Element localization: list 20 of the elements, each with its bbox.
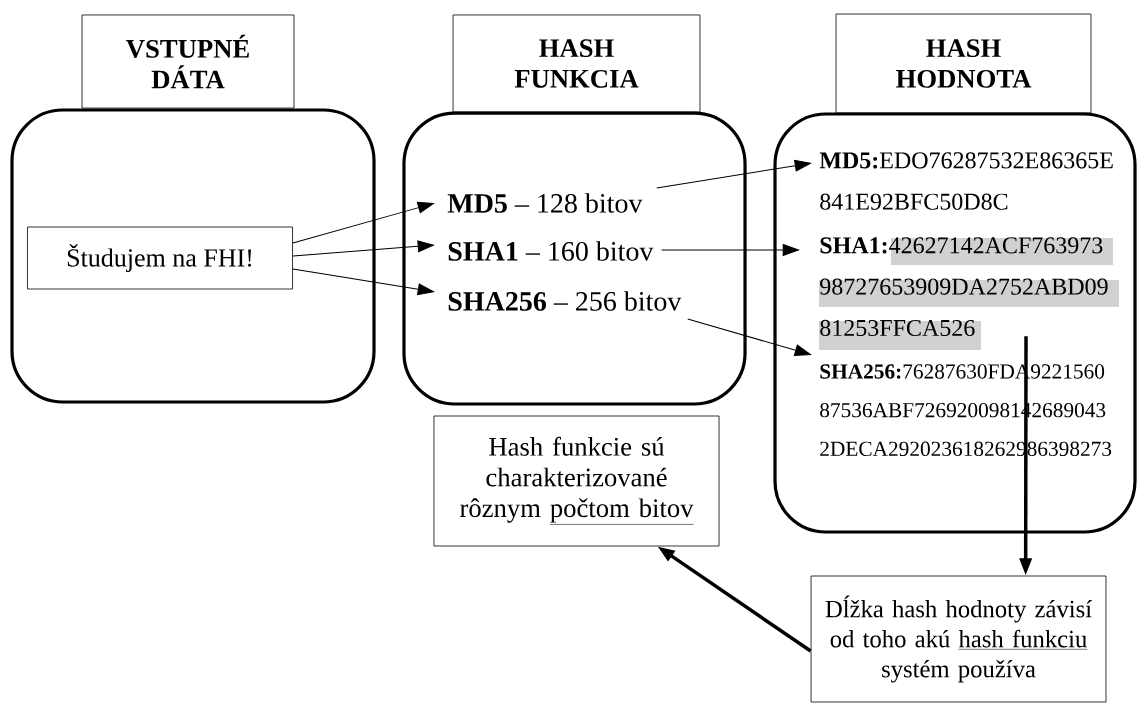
arrow [292, 268, 434, 296]
header-box: HASH FUNKCIA [452, 14, 701, 113]
rounded-box [773, 112, 1137, 534]
hash-value: MD5:EDO76287532E86365E 841E92BFC50D8C [819, 152, 1113, 210]
arrow [656, 159, 811, 189]
text-box: Hash funkcie sú charakterizované rôznym počtom bitov [433, 415, 720, 547]
rounded-box [10, 108, 376, 404]
rounded-box [402, 111, 747, 406]
text-box: Študujem na FHI! [27, 226, 293, 290]
list-item: MD5 – 128 bitov [447, 193, 643, 213]
arrow [292, 201, 435, 244]
list-item: SHA1 – 160 bitov [448, 241, 654, 261]
list-item: SHA256 – 256 bitov [448, 291, 682, 311]
hash-value: SHA1:42627142ACF763973 98727653909DA2752ABD09 81253FFCA526 [820, 237, 1108, 337]
text-box: Dĺžka hash hodnoty závisí od toho akú hash funkciu systém používa [810, 575, 1107, 703]
arrow [292, 240, 434, 257]
header-box: VSTUPNÉ DÁTA [81, 14, 295, 109]
header-box: HASH HODNOTA [835, 13, 1092, 114]
arrow [661, 244, 799, 256]
arrow [687, 318, 812, 357]
